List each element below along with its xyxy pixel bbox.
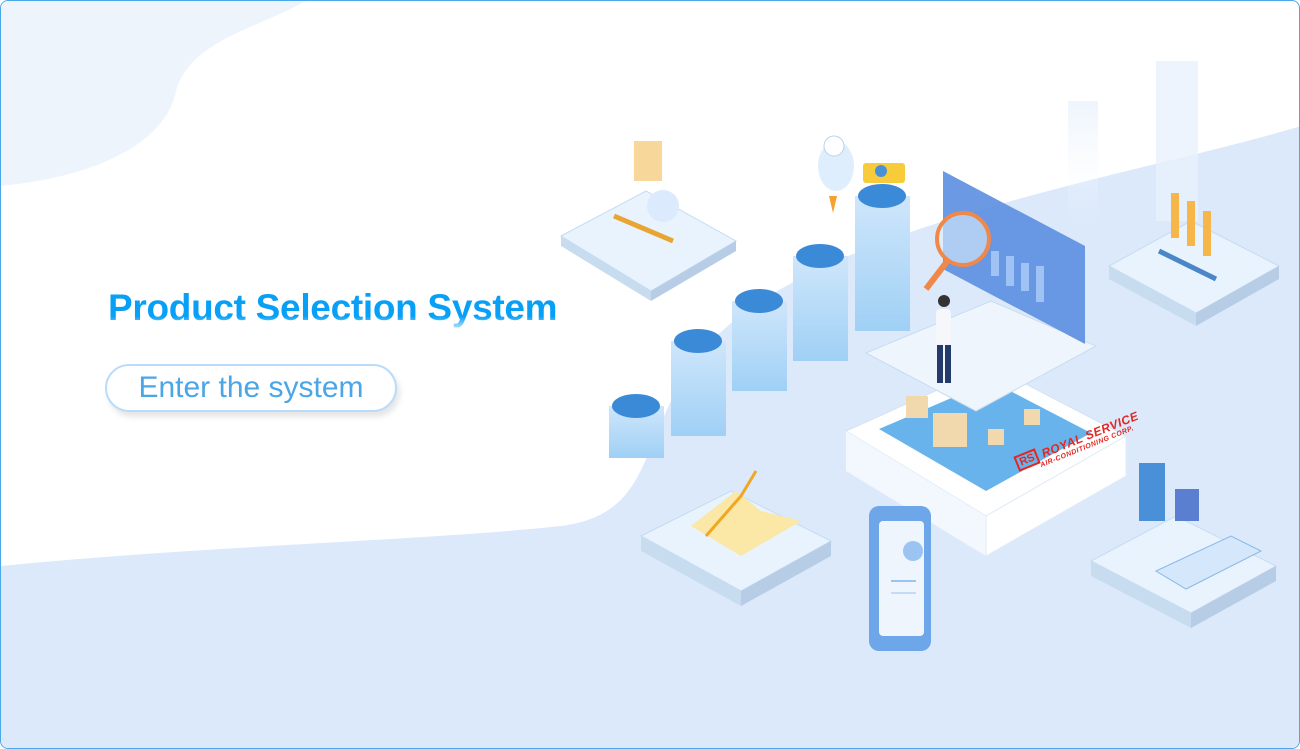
page-title: Product Selection System bbox=[108, 287, 558, 328]
bar-columns bbox=[609, 184, 910, 458]
platform-right bbox=[1107, 193, 1281, 326]
robot-figure bbox=[818, 135, 905, 213]
dashboard-screen bbox=[923, 171, 1085, 344]
central-base bbox=[844, 300, 1128, 557]
platform-bottom-right bbox=[1089, 463, 1278, 628]
platform-bottom-left bbox=[639, 470, 833, 606]
top-left-blob bbox=[1, 1, 306, 186]
person-figure bbox=[936, 295, 951, 383]
phone-figure bbox=[869, 506, 931, 651]
platform-top-left bbox=[559, 141, 738, 301]
enter-system-button[interactable]: Enter the system bbox=[105, 364, 397, 412]
